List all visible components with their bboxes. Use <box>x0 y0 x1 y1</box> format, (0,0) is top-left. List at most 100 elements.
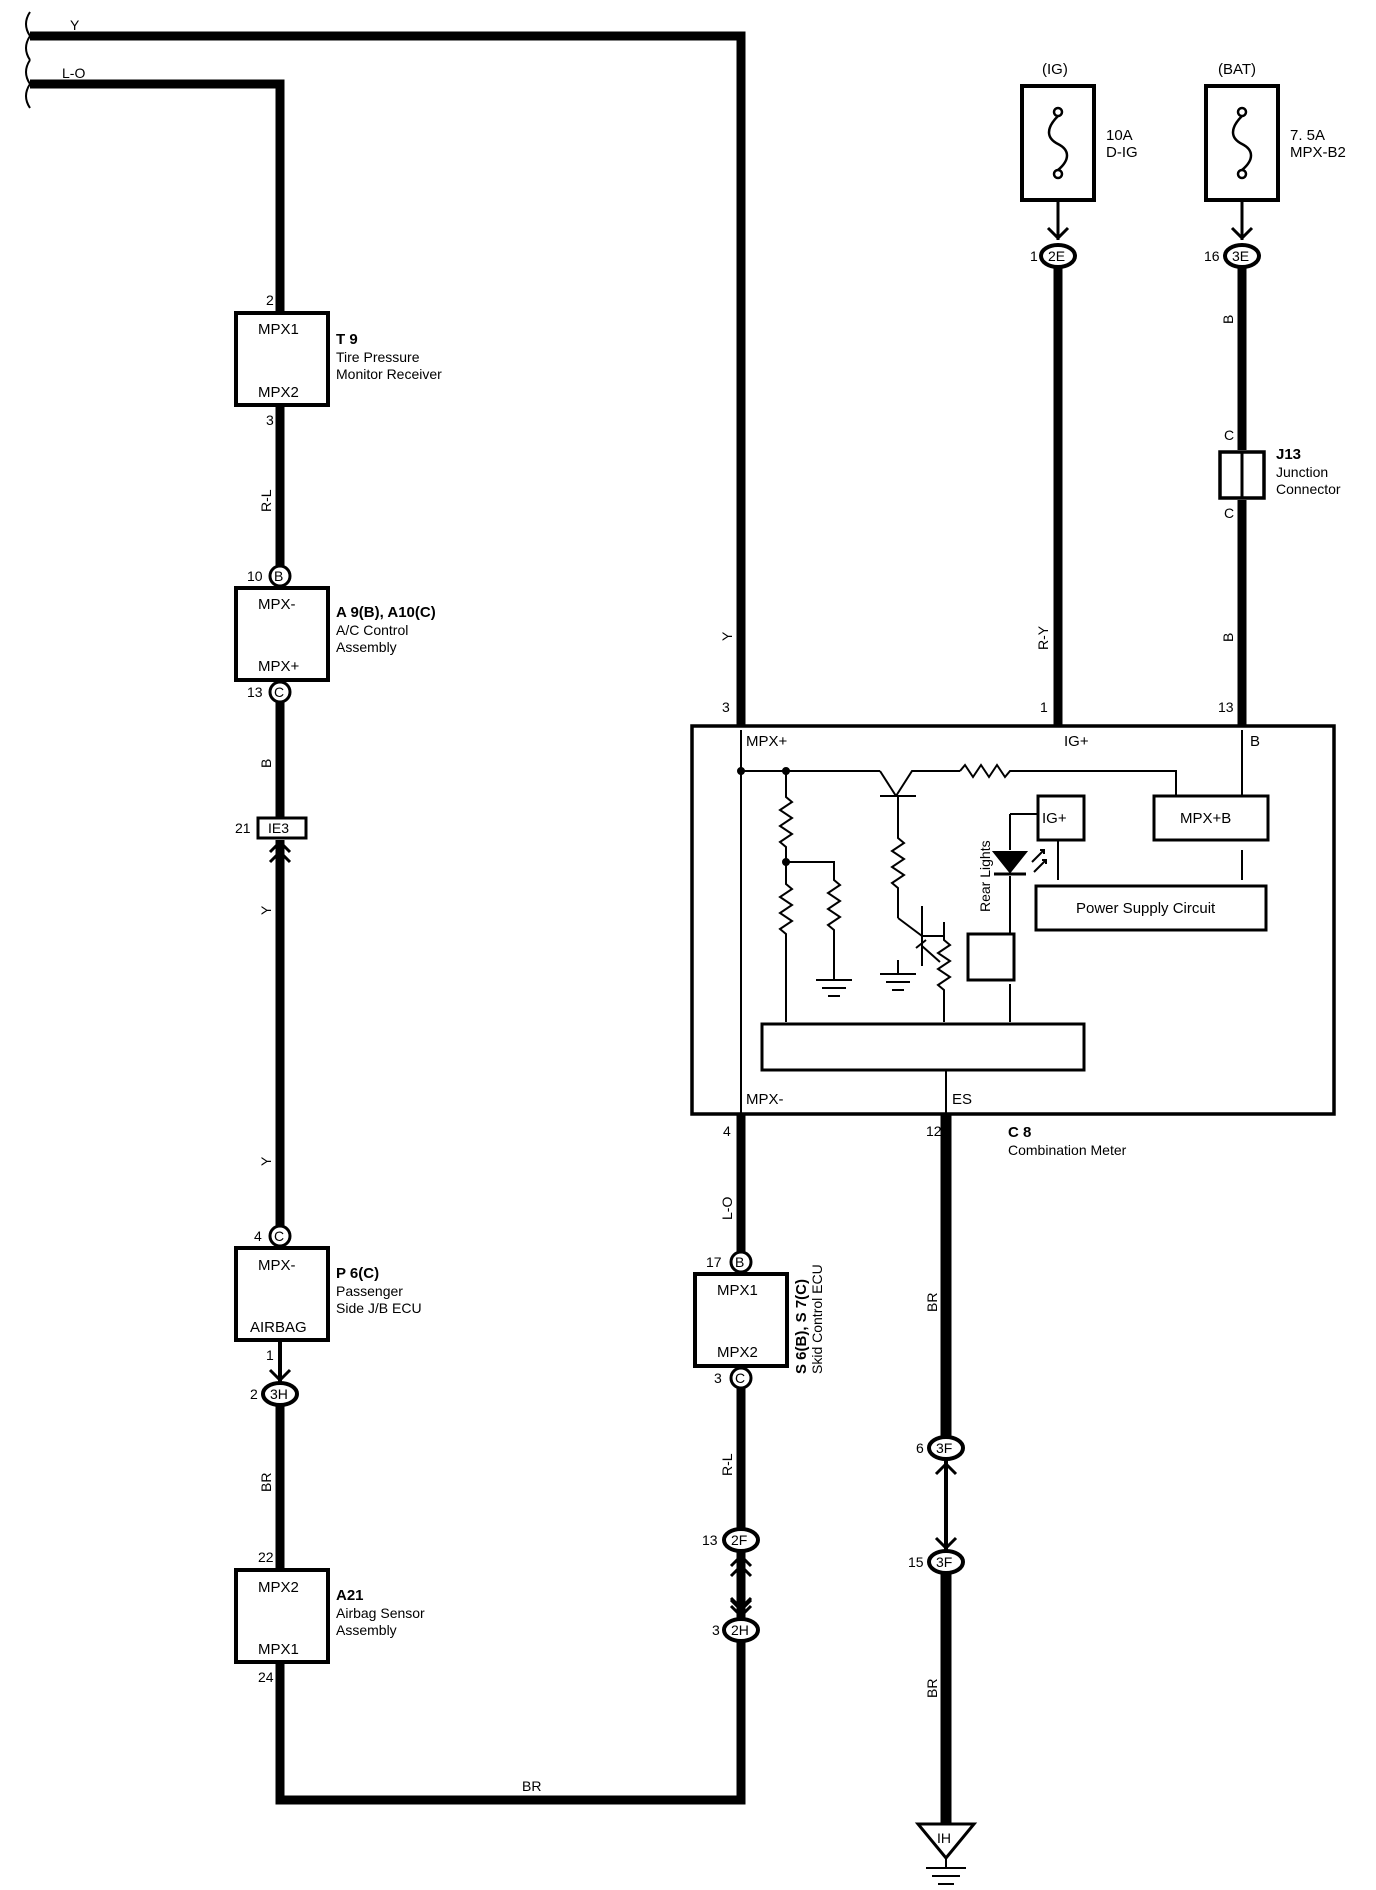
a21-term-bottom: MPX1 <box>258 1641 299 1658</box>
t9-term-top: MPX1 <box>258 321 299 338</box>
svg-text:C: C <box>274 684 284 700</box>
a21-pin-bottom: 24 <box>258 1669 274 1685</box>
a21-code: A21 <box>336 1587 364 1604</box>
3f-pin-a: 6 <box>916 1440 924 1456</box>
c8-term-ig: IG+ <box>1064 733 1089 750</box>
s6-component-box <box>693 1272 789 1368</box>
c8-logic-bus-block <box>760 1022 1086 1072</box>
a9-code: A 9(B), A10(C) <box>336 604 436 621</box>
2e-pin: 1 <box>1030 248 1038 264</box>
j13-desc-2: Connector <box>1276 481 1341 497</box>
j13-code: J13 <box>1276 446 1301 463</box>
ih-label: IH <box>937 1830 951 1846</box>
c8-pin-es: 12 <box>926 1123 942 1139</box>
c8-small-block <box>966 932 1016 982</box>
p6-desc-2: Side J/B ECU <box>336 1300 422 1316</box>
wire-br-bottom <box>275 1640 746 1805</box>
c8-pin-b: 13 <box>1218 699 1234 715</box>
a9-term-bottom: MPX+ <box>258 658 300 675</box>
a9-desc-2: Assembly <box>336 639 397 655</box>
3e-pin: 16 <box>1204 248 1220 264</box>
j13-conn-top: C <box>1224 427 1234 443</box>
svg-text:B: B <box>274 568 283 584</box>
c8-desc: Combination Meter <box>1008 1142 1127 1158</box>
wire-label-meter-ground-a: BR <box>924 1293 940 1312</box>
wire-label-t9-a9: R-L <box>258 489 274 512</box>
t9-pin-top: 2 <box>266 292 274 308</box>
a9-component-box <box>234 586 330 682</box>
c8-pin-mpx-minus: 4 <box>723 1123 731 1139</box>
wire-y-main <box>30 31 746 730</box>
s6-pin-top: 17 <box>706 1254 722 1270</box>
t9-desc-1: Tire Pressure <box>336 349 420 365</box>
j13-conn-bottom: C <box>1224 505 1234 521</box>
fuse-ig-element-icon <box>1047 115 1069 171</box>
a9-pin-top: 10 <box>247 568 263 584</box>
a9-term-top: MPX- <box>258 596 296 613</box>
svg-text:IG+: IG+ <box>1042 810 1067 827</box>
p6-term-top: MPX- <box>258 1257 296 1274</box>
svg-text:3H: 3H <box>270 1386 288 1402</box>
a10-pin-bottom: 13 <box>247 684 263 700</box>
p6-pin-top: 4 <box>254 1228 262 1244</box>
svg-text:C: C <box>735 1370 745 1386</box>
c8-term-mpx-minus: MPX- <box>746 1091 784 1108</box>
fuse-ig-rating: 10A <box>1106 127 1133 144</box>
p6-component-box <box>234 1246 330 1342</box>
c8-term-es: ES <box>952 1091 972 1108</box>
c8-pin-mpx-plus: 3 <box>722 699 730 715</box>
2h-connector <box>722 1617 760 1643</box>
svg-text:IE3: IE3 <box>268 820 289 836</box>
c8-code: C 8 <box>1008 1124 1031 1141</box>
t9-pin-bottom: 3 <box>266 412 274 428</box>
p6-term-bottom: AIRBAG <box>250 1319 307 1336</box>
svg-text:3F: 3F <box>936 1554 952 1570</box>
c8-rear-lights-led-icon <box>991 851 1029 874</box>
c8-ig-block <box>1036 794 1086 842</box>
svg-text:2E: 2E <box>1048 248 1065 264</box>
wire-label-meter-ground-b: BR <box>924 1679 940 1698</box>
c8-term-mpx-plus: MPX+ <box>746 733 788 750</box>
t9-desc-2: Monitor Receiver <box>336 366 442 382</box>
svg-text:MPX+B: MPX+B <box>1180 810 1231 827</box>
p6-pin-bottom: 1 <box>266 1347 274 1363</box>
a9-desc-1: A/C Control <box>336 622 408 638</box>
wire-label-j13-meter: B <box>1220 633 1236 642</box>
ground-symbol-icon <box>926 1858 966 1885</box>
svg-text:3F: 3F <box>936 1440 952 1456</box>
wire-label-bottom: BR <box>522 1778 541 1794</box>
svg-text:Power Supply Circuit: Power Supply Circuit <box>1076 900 1216 917</box>
wire-label-bat-j13: B <box>1220 315 1236 324</box>
s6-desc: Skid Control ECU <box>809 1264 825 1374</box>
svg-text:2H: 2H <box>731 1622 749 1638</box>
wire-break-mark-lo <box>25 59 32 109</box>
wire-label-s7-2f: R-L <box>719 1453 735 1476</box>
s6-code: S 6(B), S 7(C) <box>793 1279 810 1374</box>
c8-mpxb-block <box>1152 794 1270 842</box>
svg-text:B: B <box>735 1254 744 1270</box>
svg-text:3E: 3E <box>1232 248 1249 264</box>
s6-term-bottom: MPX2 <box>717 1344 758 1361</box>
wire-lo-top <box>30 79 285 313</box>
fuse-ig-name: D-IG <box>1106 144 1138 161</box>
fuse-bat-source: (BAT) <box>1218 61 1256 78</box>
wire-label-top-lo: L-O <box>62 65 85 81</box>
a21-desc-2: Assembly <box>336 1622 397 1638</box>
s6-term-top: MPX1 <box>717 1282 758 1299</box>
wire-label-meter-s6: L-O <box>719 1197 735 1220</box>
a21-pin-top: 22 <box>258 1549 274 1565</box>
wire-label-a10-ie3: B <box>258 759 274 768</box>
a21-desc-1: Airbag Sensor <box>336 1605 425 1621</box>
c8-rear-lights-label: Rear Lights <box>977 840 993 912</box>
p6-desc-1: Passenger <box>336 1283 403 1299</box>
ie3-pin: 21 <box>235 820 251 836</box>
svg-text:C: C <box>274 1228 284 1244</box>
2h-pin: 3 <box>712 1622 720 1638</box>
t9-term-bottom: MPX2 <box>258 384 299 401</box>
wire-label-top-y: Y <box>70 17 80 33</box>
2f-pin: 13 <box>702 1532 718 1548</box>
s7-pin-bottom: 3 <box>714 1370 722 1386</box>
fuse-bat-element-icon <box>1231 115 1253 171</box>
wire-break-mark-y <box>25 11 32 61</box>
